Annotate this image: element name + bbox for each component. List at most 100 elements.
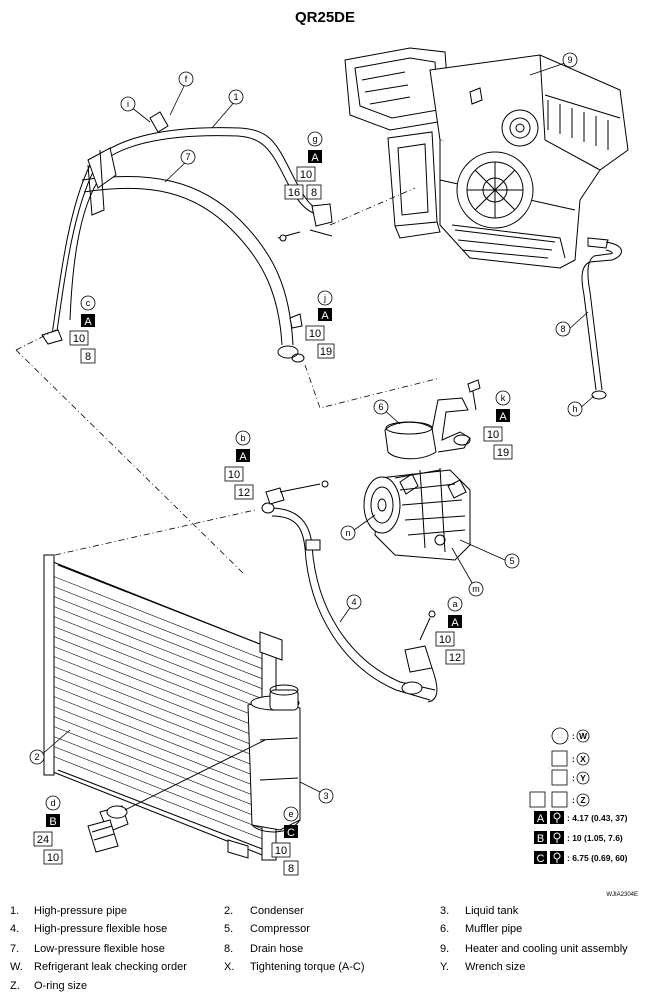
svg-text:O-ring size: O-ring size [34, 980, 87, 992]
callout-circle-1: 1 [228, 89, 244, 105]
torque-box-symbol [551, 750, 568, 767]
svg-text:Compressor: Compressor [250, 923, 310, 935]
svg-text:8: 8 [288, 863, 294, 875]
low-pressure-hose-drawing [81, 175, 305, 363]
svg-text:A: A [321, 310, 329, 322]
callout-circle-d: d [45, 795, 61, 811]
svg-text:: 6.75 (0.69, 60): : 6.75 (0.69, 60) [567, 853, 628, 863]
svg-text:j: j [323, 293, 326, 303]
svg-text:9.: 9. [440, 943, 449, 955]
svg-text:C: C [537, 853, 545, 865]
svg-text:X.: X. [224, 961, 234, 973]
svg-text:Y: Y [580, 773, 586, 783]
svg-text:f: f [185, 74, 188, 84]
svg-text:4.: 4. [10, 923, 19, 935]
callout-circle-2: 2 [29, 749, 45, 765]
spec-group-a: A 10 12 [435, 615, 465, 665]
svg-text:8: 8 [311, 187, 317, 199]
callout-circle-5: 5 [504, 553, 520, 569]
svg-text::: : [572, 731, 575, 741]
svg-text:9: 9 [567, 55, 572, 65]
callout-circle-m: m [468, 581, 484, 597]
torque-wrench-icon [553, 812, 561, 823]
callout-circle-4: 4 [346, 594, 362, 610]
svg-text::: : [572, 795, 575, 805]
svg-text:c: c [86, 298, 91, 308]
svg-text:8: 8 [85, 351, 91, 363]
svg-text:8: 8 [560, 324, 565, 334]
callout-circle-e: e [283, 806, 299, 822]
svg-text:Wrench size: Wrench size [465, 961, 525, 973]
svg-text:5.: 5. [224, 923, 233, 935]
callout-circle-i: i [120, 96, 136, 112]
svg-text:3: 3 [323, 791, 328, 801]
callout-circle-6: 6 [373, 399, 389, 415]
svg-text:High-pressure pipe: High-pressure pipe [34, 905, 127, 917]
svg-text:h: h [572, 404, 577, 414]
svg-text:A: A [537, 813, 545, 825]
symbol-legend: : W : X : Y : Z A : 4.17 (0.43, 37) B [529, 727, 628, 865]
high-pressure-hose-drawing [261, 480, 438, 703]
svg-text:A: A [311, 152, 319, 164]
callout-circle-9: 9 [562, 52, 578, 68]
svg-text:e: e [288, 809, 293, 819]
spec-group-e: C 10 8 [271, 825, 299, 876]
callout-circle-n: n [340, 525, 356, 541]
svg-text:6.: 6. [440, 923, 449, 935]
svg-text:2: 2 [34, 752, 39, 762]
callout-circle-f: f [178, 71, 194, 87]
svg-text:10: 10 [73, 333, 85, 345]
callout-circle-j: j [317, 290, 333, 306]
callout-circle-b: b [235, 430, 251, 446]
callout-circle-h: h [567, 401, 583, 417]
svg-text:10: 10 [275, 845, 287, 857]
heater-cooling-unit-drawing [344, 47, 629, 269]
svg-text:C: C [287, 827, 295, 839]
svg-text:Condenser: Condenser [250, 905, 304, 917]
svg-text:A: A [84, 316, 92, 328]
condenser-drawing [43, 554, 283, 861]
callout-circle-3: 3 [318, 788, 334, 804]
svg-text:k: k [501, 393, 506, 403]
svg-text:B: B [49, 816, 56, 828]
svg-text:1.: 1. [10, 905, 19, 917]
svg-text:Z: Z [580, 795, 585, 805]
svg-text::: : [572, 773, 575, 783]
svg-text:: 10 (1.05, 7.6): : 10 (1.05, 7.6) [567, 833, 623, 843]
svg-text:High-pressure flexible hose: High-pressure flexible hose [34, 923, 167, 935]
svg-text:5: 5 [509, 556, 514, 566]
callout-circle-g: g [307, 131, 323, 147]
high-pressure-pipe-drawing [41, 111, 333, 345]
svg-text:W.: W. [10, 961, 23, 973]
svg-text:i: i [127, 99, 129, 109]
svg-text:10: 10 [309, 328, 321, 340]
svg-text:Drain hose: Drain hose [250, 943, 303, 955]
svg-text:12: 12 [238, 487, 250, 499]
compressor-drawing [363, 467, 471, 561]
svg-text:3.: 3. [440, 905, 449, 917]
oring-box-symbol-1 [529, 791, 546, 808]
wrench-box-symbol [551, 769, 568, 786]
engine-title: QR25DE [295, 9, 355, 26]
svg-text:a: a [452, 599, 457, 609]
svg-text:10: 10 [300, 169, 312, 181]
svg-text:A: A [239, 451, 247, 463]
svg-text::: : [572, 754, 575, 764]
svg-text:d: d [50, 798, 55, 808]
spec-group-d: B 24 10 [33, 814, 63, 865]
svg-text:n: n [345, 528, 350, 538]
torque-wrench-icon [553, 832, 561, 843]
callout-circle-7: 7 [180, 149, 196, 165]
leak-check-circle-symbol [551, 727, 569, 745]
spec-group-k: A 10 19 [483, 409, 513, 460]
torque-wrench-icon [553, 852, 561, 863]
callout-circle-k: k [495, 390, 511, 406]
svg-text:X: X [580, 754, 586, 764]
svg-text:Tightening torque (A-C): Tightening torque (A-C) [250, 961, 365, 973]
svg-text:12: 12 [449, 652, 461, 664]
svg-text:8.: 8. [224, 943, 233, 955]
svg-text:m: m [472, 584, 480, 594]
svg-text:10: 10 [439, 634, 451, 646]
svg-text:7.: 7. [10, 943, 19, 955]
